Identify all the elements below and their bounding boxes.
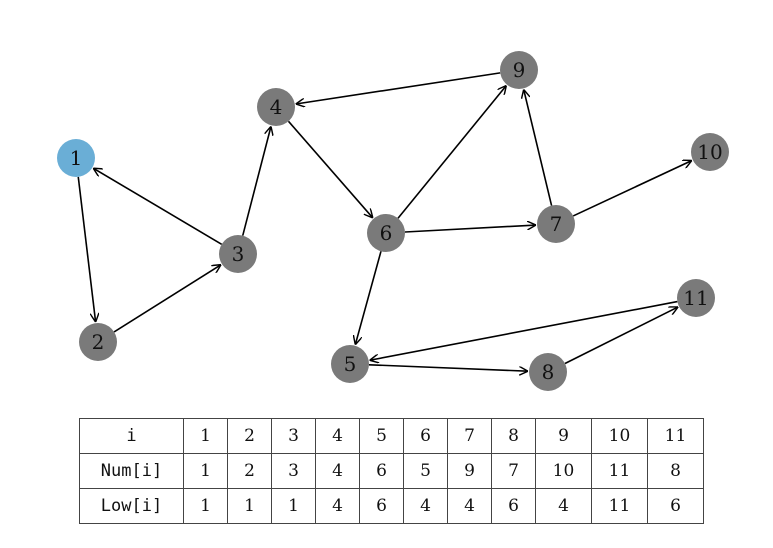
table-cell: 6 [491,488,536,524]
table-cell: 6 [359,453,404,489]
node-label: 5 [344,352,357,376]
table-cell: 1 [227,488,272,524]
table-cell: 6 [647,488,704,524]
table-cell: 2 [227,453,272,489]
edge-2-to-3 [113,265,221,333]
table-cell: 4 [535,488,592,524]
table-cell: 6 [359,488,404,524]
table-cell: 8 [647,453,704,489]
row-header-low: Low[i] [79,488,184,524]
table-cell: 1 [183,488,228,524]
table-row-num: Num[i] 1 2 3 4 6 5 9 7 10 11 8 [79,453,704,489]
node-label: 4 [270,95,283,119]
node-5: 5 [331,345,369,383]
node-6: 6 [367,214,405,252]
table-cell: 3 [271,418,316,454]
table-cell: 6 [403,418,448,454]
node-4: 4 [257,88,295,126]
table-cell: 7 [491,453,536,489]
node-11: 11 [677,279,715,317]
table-cell: 11 [647,418,704,454]
table-cell: 10 [535,453,592,489]
table-cell: 4 [447,488,492,524]
node-label: 7 [550,212,563,236]
node-label: 2 [92,330,105,354]
edge-7-to-9 [524,89,553,206]
node-9: 9 [500,51,538,89]
node-circle [79,323,117,361]
table-row-i: i 1 2 3 4 5 6 7 8 9 10 11 [79,418,704,454]
table-cell: 9 [447,453,492,489]
node-label: 3 [232,242,245,266]
edges [77,72,692,371]
edge-3-to-1 [93,168,223,246]
table-cell: 3 [271,453,316,489]
node-8: 8 [529,353,567,391]
table-cell: 11 [591,453,648,489]
edge-6-to-7 [404,225,536,233]
num-low-table: i 1 2 3 4 5 6 7 8 9 10 11 Num[i] 1 2 3 4… [79,418,704,524]
table-cell: 4 [315,418,360,454]
table-cell: 7 [447,418,492,454]
row-header-num: Num[i] [79,453,184,489]
table-cell: 1 [183,418,228,454]
node-circle [57,139,95,177]
edge-9-to-4 [296,72,501,104]
table-cell: 2 [227,418,272,454]
node-label: 1 [70,146,83,170]
edge-8-to-11 [564,307,678,365]
edge-6-to-9 [397,85,506,219]
table-cell: 11 [591,488,648,524]
edge-4-to-6 [287,120,372,218]
table-cell: 4 [315,453,360,489]
node-label: 9 [513,58,526,82]
node-10: 10 [691,133,729,171]
edge-3-to-4 [241,126,271,236]
node-1: 1 [57,139,95,177]
table-row-low: Low[i] 1 1 1 4 6 4 4 6 4 11 6 [79,488,704,524]
table-cell: 1 [183,453,228,489]
table-cell: 10 [591,418,648,454]
table-cell: 5 [359,418,404,454]
table-cell: 5 [403,453,448,489]
node-label: 6 [380,221,393,245]
node-label: 10 [697,140,722,164]
node-circle [367,214,405,252]
table-cell: 4 [403,488,448,524]
table-cell: 4 [315,488,360,524]
edge-7-to-10 [572,160,692,217]
node-label: 8 [542,360,555,384]
node-circle [529,353,567,391]
table-cell: 9 [535,418,592,454]
table-cell: 1 [271,488,316,524]
node-circle [331,345,369,383]
directed-graph: 1 2 3 4 5 6 7 8 9 10 11 [57,51,729,391]
node-label: 11 [683,286,708,310]
edge-5-to-8 [368,363,528,371]
node-3: 3 [219,235,257,273]
table-cell: 8 [491,418,536,454]
node-circle [537,205,575,243]
row-header-i: i [79,418,184,454]
node-circle [219,235,257,273]
node-circle [677,279,715,317]
node-circle [257,88,295,126]
node-circle [500,51,538,89]
edge-1-to-2 [77,176,95,322]
edge-11-to-5 [370,300,678,361]
node-2: 2 [79,323,117,361]
node-7: 7 [537,205,575,243]
edge-6-to-5 [355,251,382,344]
nodes: 1 2 3 4 5 6 7 8 9 10 11 [57,51,729,391]
node-circle [691,133,729,171]
